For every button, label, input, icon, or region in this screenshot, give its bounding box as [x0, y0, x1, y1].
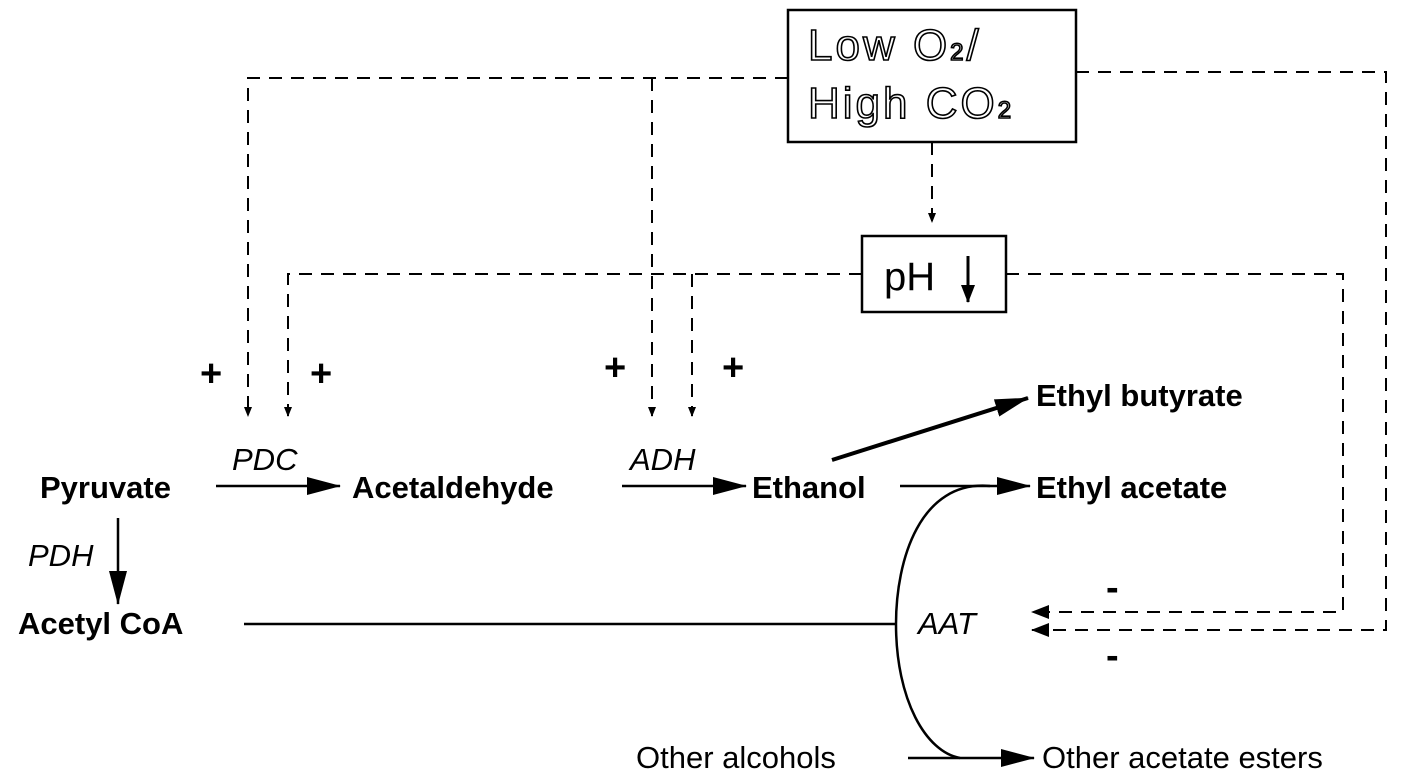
plus-sign-adh-right: + [722, 347, 744, 389]
ethyl-acetate-label: Ethyl acetate [1036, 470, 1227, 505]
ethyl-butyrate-label: Ethyl butyrate [1036, 378, 1243, 413]
ethanol-to-ethyl-butyrate-arrow [831, 396, 1029, 462]
plus-sign-adh-left: + [604, 347, 626, 389]
low-o2-label: Low O2/ [808, 21, 982, 70]
o2-to-aat-dashed [1031, 71, 1387, 637]
aat-curve-upper [894, 484, 991, 625]
pdh-enzyme-label: PDH [28, 538, 94, 573]
minus-sign-top: - [1106, 567, 1119, 609]
pdc-enzyme-label: PDC [232, 442, 298, 477]
plus-sign-pdc-left: + [200, 353, 222, 395]
acetyl-coa-label: Acetyl CoA [18, 606, 183, 641]
minus-sign-bottom: - [1106, 635, 1119, 677]
acetaldehyde-label: Acetaldehyde [352, 470, 554, 505]
other-alcohols-label: Other alcohols [636, 740, 836, 775]
ph-to-aat-dashed [1006, 273, 1344, 619]
high-co2-label: High CO2 [808, 79, 1014, 128]
o2-to-pdc-dashed [244, 77, 788, 417]
low-o2-high-co2-box [786, 8, 1078, 144]
ethanol-label: Ethanol [752, 470, 866, 505]
other-acetate-esters-label: Other acetate esters [1042, 740, 1323, 775]
plus-sign-pdc-right: + [310, 353, 332, 395]
aat-curve-lower [894, 623, 961, 760]
ph-label: pH [884, 255, 935, 299]
pyruvate-label: Pyruvate [40, 470, 171, 505]
aat-enzyme-label: AAT [916, 606, 978, 641]
ph-to-pdc-dashed [284, 273, 862, 417]
adh-enzyme-label: ADH [628, 442, 696, 477]
